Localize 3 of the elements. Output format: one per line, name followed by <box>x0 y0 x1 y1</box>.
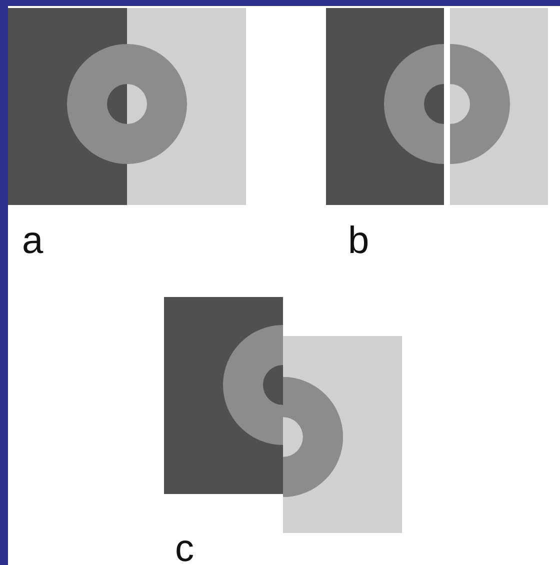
panel-label: c <box>175 530 194 565</box>
panel-label: a <box>22 222 44 260</box>
panel-label: b <box>348 222 370 260</box>
